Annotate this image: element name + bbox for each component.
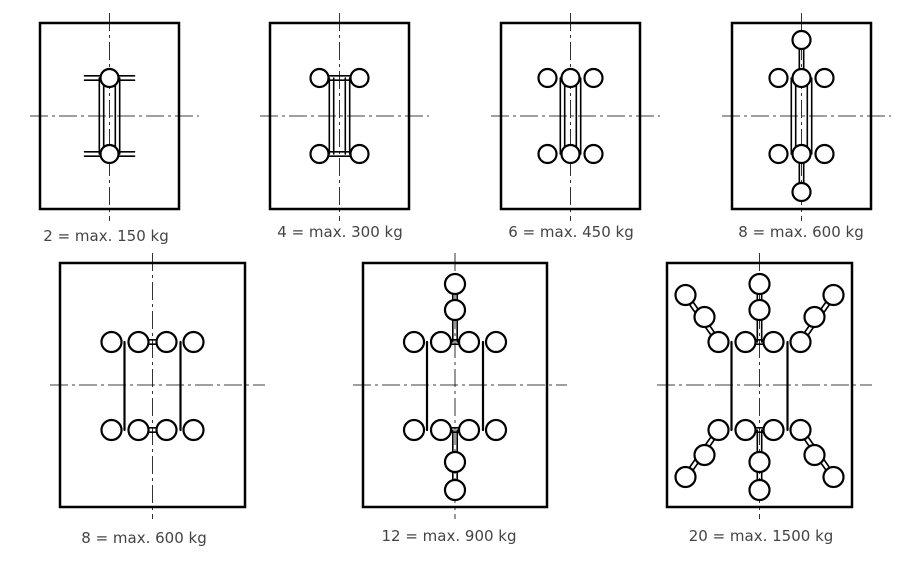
panel-label-6: 12 = max. 900 kg: [381, 527, 517, 545]
suction-cup: [762, 418, 785, 442]
suction-cup: [560, 67, 581, 89]
panel-label-5: 8 = max. 600 kg: [81, 529, 207, 547]
suction-cup: [822, 465, 845, 489]
panel-label-4: 8 = max. 600 kg: [738, 223, 864, 241]
suction-cup: [402, 330, 426, 354]
suction-cup: [309, 143, 330, 165]
suction-cup: [674, 465, 697, 489]
suction-cup: [734, 330, 757, 354]
suction-cup: [100, 330, 123, 354]
suction-cup: [748, 450, 771, 474]
suction-cup: [429, 418, 453, 442]
suction-cup: [803, 443, 826, 467]
suction-cup: [484, 418, 508, 442]
suction-cup: [791, 29, 812, 51]
panel-label-3: 6 = max. 450 kg: [508, 223, 634, 241]
suction-cup: [484, 330, 508, 354]
suction-cup: [748, 272, 771, 296]
suction-cup: [443, 298, 467, 322]
suction-cup: [100, 418, 123, 442]
suction-cup: [537, 67, 558, 89]
panel-label-1: 2 = max. 150 kg: [43, 227, 169, 245]
suction-cup: [99, 67, 120, 89]
suction-cup: [768, 67, 789, 89]
suction-cup: [791, 143, 812, 165]
suction-cup: [822, 283, 845, 307]
suction-cup: [443, 450, 467, 474]
suction-cup: [443, 478, 467, 502]
suction-cup: [182, 418, 205, 442]
suction-cup: [537, 143, 558, 165]
suction-cup: [457, 330, 481, 354]
suction-cup: [768, 143, 789, 165]
panel-label-7: 20 = max. 1500 kg: [688, 527, 834, 545]
suction-cup: [349, 67, 370, 89]
suction-cup: [814, 143, 835, 165]
suction-cup: [814, 67, 835, 89]
suction-cup: [791, 181, 812, 203]
suction-cup: [707, 330, 730, 354]
suction-cup: [429, 330, 453, 354]
suction-cup: [127, 330, 150, 354]
suction-cup: [127, 418, 150, 442]
suction-cup: [707, 418, 730, 442]
suction-cup: [349, 143, 370, 165]
suction-cup: [457, 418, 481, 442]
suction-cup: [402, 418, 426, 442]
suction-cup: [155, 330, 178, 354]
suction-cup: [583, 67, 604, 89]
suction-cup: [155, 418, 178, 442]
suction-cup: [443, 272, 467, 296]
suction-cup: [803, 305, 826, 329]
suction-cup: [693, 305, 716, 329]
suction-cup: [674, 283, 697, 307]
suction-cup: [693, 443, 716, 467]
suction-cup: [99, 143, 120, 165]
suction-cup: [789, 418, 812, 442]
suction-cup: [734, 418, 757, 442]
suction-cup: [560, 143, 581, 165]
panel-label-2: 4 = max. 300 kg: [277, 223, 403, 241]
suction-cup: [762, 330, 785, 354]
suction-cup: [748, 298, 771, 322]
suction-cup: [309, 67, 330, 89]
suction-cup: [789, 330, 812, 354]
suction-cup: [748, 478, 771, 502]
suction-cup: [182, 330, 205, 354]
suction-cup: [791, 67, 812, 89]
suction-cup: [583, 143, 604, 165]
